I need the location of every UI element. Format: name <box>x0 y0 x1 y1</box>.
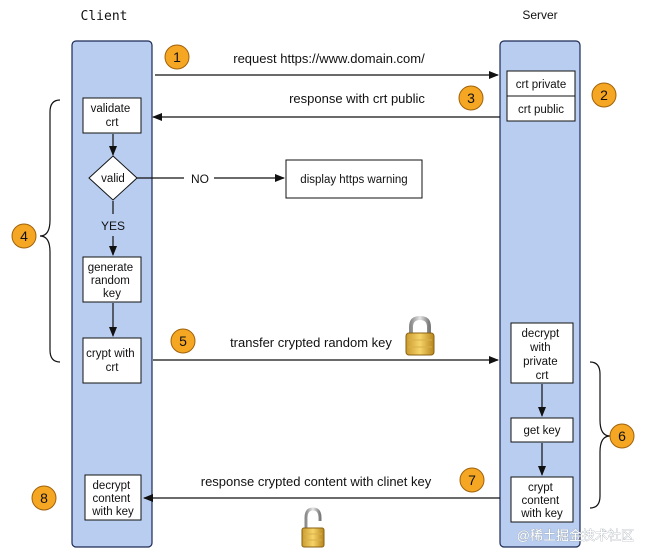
svg-text:1: 1 <box>173 49 181 65</box>
svg-text:crypt with crt: crypt with crt <box>86 348 138 374</box>
decrypt-content-line: with key <box>91 506 134 518</box>
svg-text:decrypt with priva: decrypt with private crt <box>522 328 563 382</box>
server-header: Server <box>522 8 557 22</box>
decrypt-private-line: decrypt <box>522 328 561 340</box>
svg-text:generate random ke: generate random key <box>88 262 137 300</box>
decrypt-content-line: decrypt <box>93 480 132 492</box>
get-key-box: get key <box>510 417 574 443</box>
validate-crt-line: validate <box>91 103 131 115</box>
svg-text:crypt content with: crypt content with key <box>520 482 563 520</box>
crypt-crt-line: crt <box>106 362 120 374</box>
decrypt-content-line: content <box>93 493 132 505</box>
step-badge-5: 5 <box>170 328 196 354</box>
generate-key-line: random <box>91 275 130 287</box>
svg-text:2: 2 <box>600 87 608 103</box>
validate-crt-line: crt <box>106 117 120 129</box>
generate-key-line: key <box>103 288 121 300</box>
step-badge-1: 1 <box>164 44 190 70</box>
step-badge-6: 6 <box>609 423 635 449</box>
request-label: request https://www.domain.com/ <box>233 51 425 66</box>
server-steps-brace <box>589 361 611 509</box>
https-warning-label: display https warning <box>300 174 407 186</box>
crypt-content-line: crypt <box>528 482 554 494</box>
decrypt-private-crt-box: decrypt with private crt <box>510 322 574 384</box>
crypt-with-crt-box: crypt with crt <box>82 337 142 384</box>
svg-text:validate crt: validate crt <box>91 103 134 129</box>
svg-text:decrypt content wi: decrypt content with key <box>91 480 134 518</box>
decrypt-private-line: with <box>529 342 550 354</box>
valid-decision: valid <box>88 155 138 201</box>
client-header: Client <box>81 9 128 24</box>
svg-text:5: 5 <box>179 333 187 349</box>
generate-key-line: generate <box>88 262 133 274</box>
step-badge-7: 7 <box>459 467 485 493</box>
step-badge-8: 8 <box>31 485 57 511</box>
svg-text:7: 7 <box>468 472 476 488</box>
svg-text:3: 3 <box>467 90 475 106</box>
transfer-key-label: transfer crypted random key <box>230 335 392 350</box>
crt-public-label: crt public <box>518 104 564 116</box>
crypt-content-line: with key <box>520 508 563 520</box>
valid-decision-label: valid <box>101 173 125 185</box>
svg-text:8: 8 <box>40 490 48 506</box>
generate-random-key-box: generate random key <box>82 256 142 303</box>
validate-crt-box: validate crt <box>82 97 142 134</box>
lock-closed-icon <box>405 315 435 356</box>
decision-no-label: NO <box>191 172 209 186</box>
crt-box: crt private crt public <box>506 70 576 122</box>
step-badge-3: 3 <box>458 85 484 111</box>
step-badge-4: 4 <box>11 223 37 249</box>
crypt-content-line: content <box>522 495 561 507</box>
response-crt-label: response with crt public <box>289 91 425 106</box>
watermark-text: @稀土掘金技术社区 <box>517 528 634 543</box>
crypt-crt-line: crypt with <box>86 348 135 360</box>
lock-open-icon <box>301 507 325 548</box>
response-content-label: response crypted content with clinet key <box>201 474 432 489</box>
decrypt-private-line: crt <box>536 370 550 382</box>
svg-text:6: 6 <box>618 428 626 444</box>
step-badge-2: 2 <box>591 82 617 108</box>
https-warning-box: display https warning <box>285 159 423 199</box>
decrypt-content-box: decrypt content with key <box>84 474 142 521</box>
svg-text:4: 4 <box>20 228 28 244</box>
crypt-content-box: crypt content with key <box>510 476 574 523</box>
decision-yes-label: YES <box>101 219 125 233</box>
client-steps-brace <box>39 99 61 363</box>
get-key-label: get key <box>523 425 560 437</box>
crt-private-label: crt private <box>516 79 567 91</box>
decrypt-private-line: private <box>523 356 558 368</box>
